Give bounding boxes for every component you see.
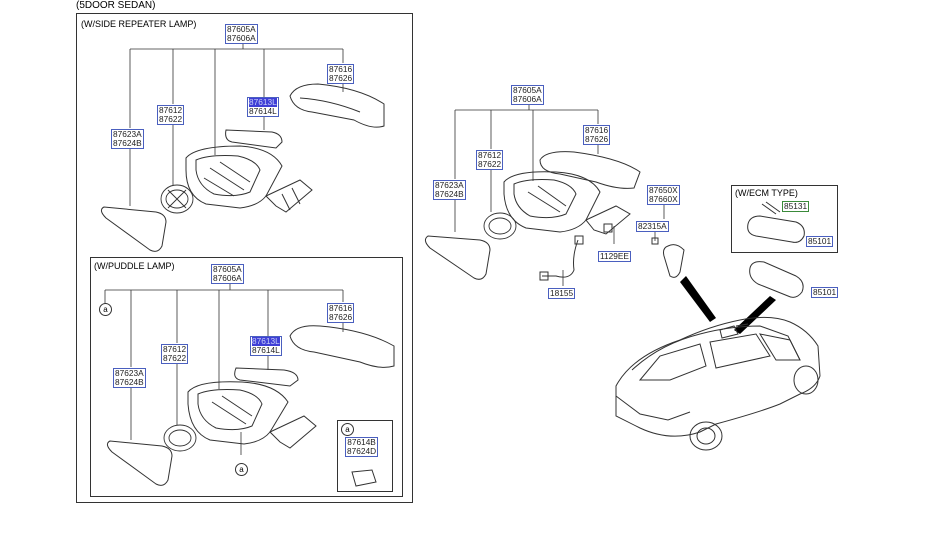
main-leaders — [454, 104, 665, 286]
callout-a-marker-box: a — [341, 423, 354, 436]
pd-actuator — [163, 424, 197, 452]
callout-a-marker-left: a — [99, 303, 112, 316]
m-harness — [539, 235, 584, 281]
puddle-leaders — [104, 284, 344, 455]
pd-glass — [106, 440, 173, 486]
m-ecm-mirror-trim — [651, 237, 685, 278]
sr-housing — [185, 145, 313, 213]
sr-actuator — [160, 184, 194, 214]
sr-cover — [289, 83, 385, 128]
part-number-85131[interactable]: 85131 — [782, 201, 810, 212]
ecm-title: (W/ECM TYPE) — [735, 188, 798, 198]
m-screw — [603, 223, 613, 233]
car-outline — [615, 316, 821, 451]
callout-a-marker-bottom: a — [235, 463, 248, 476]
pd-housing — [187, 381, 317, 449]
main-mirror-85101 — [749, 261, 804, 298]
part-number-1129ee[interactable]: 1129EE — [598, 251, 631, 262]
puddle-title: (W/PUDDLE LAMP) — [94, 261, 175, 271]
part-number-82315a[interactable]: 82315A — [636, 221, 669, 232]
ecm-frame — [731, 185, 838, 253]
m-glass — [424, 235, 491, 280]
arrows — [680, 276, 776, 334]
side-repeater-title: (W/SIDE REPEATER LAMP) — [81, 19, 197, 29]
part-number-85101-ecm[interactable]: 85101 — [806, 236, 834, 247]
callout-a-box — [337, 420, 393, 492]
sr-glass — [100, 206, 167, 252]
pd-lamp — [351, 469, 377, 487]
part-number-85101[interactable]: 85101 — [811, 287, 839, 298]
m-cover — [539, 151, 641, 189]
m-actuator — [483, 212, 517, 240]
pd-repeater — [234, 367, 299, 387]
side-repeater-leaders — [129, 44, 344, 206]
ecm-mirror-small — [747, 201, 805, 243]
m-housing — [503, 171, 631, 235]
sr-repeater — [225, 129, 283, 149]
puddle-frame — [90, 257, 403, 497]
part-number-18155[interactable]: 18155 — [548, 288, 576, 299]
page-title: (5DOOR SEDAN) — [76, 0, 156, 11]
side-repeater-frame — [76, 13, 413, 503]
pd-cover — [289, 325, 395, 368]
